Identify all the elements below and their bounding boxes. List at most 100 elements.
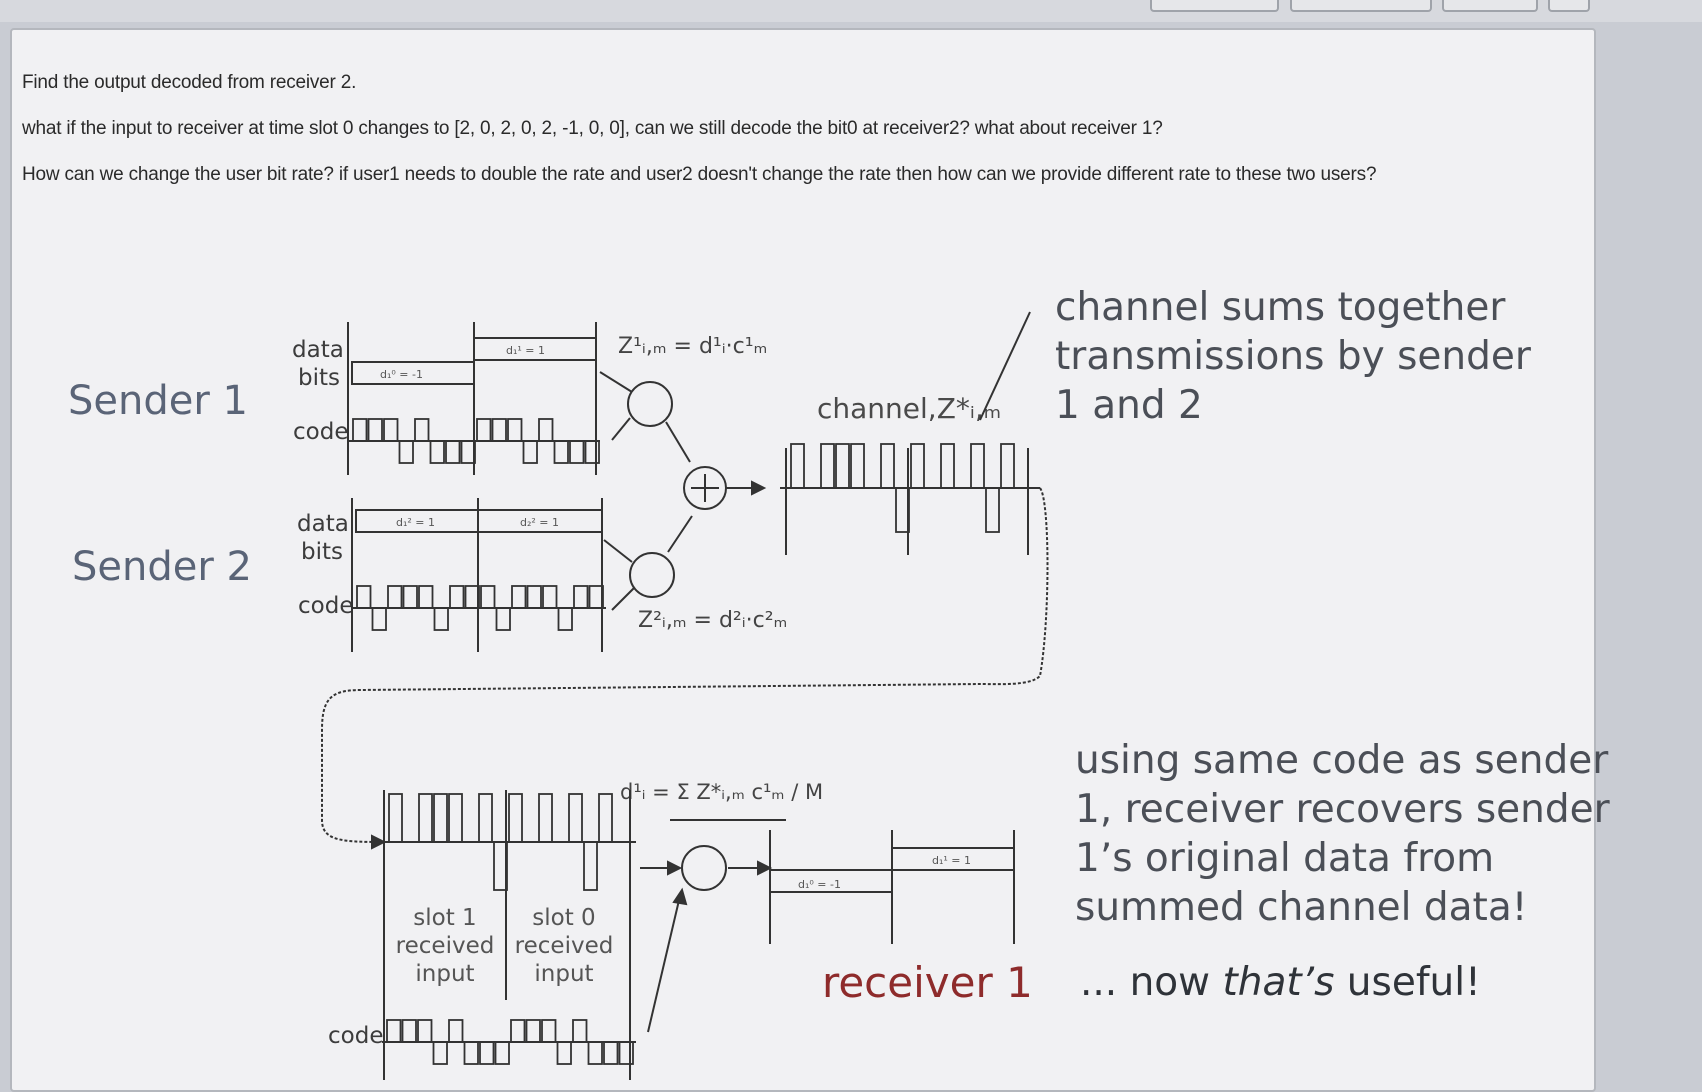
code-chip [414,418,430,442]
sender1-code-waveform [352,418,600,464]
slot1-caption-line: input [415,961,475,987]
code-chip [525,1019,541,1043]
sender2-bit1-box [477,509,603,533]
arrow [667,515,693,553]
code-chip [460,440,476,464]
code-chip [479,1041,495,1065]
output-bit0-value: d₁⁰ = -1 [798,878,841,891]
channel-chip [910,443,925,489]
code-chip [449,585,465,609]
slot1-caption-line: received [395,933,495,959]
received-chip [418,793,433,843]
code-chip [417,1019,433,1043]
code-chip [522,440,538,464]
received-chip [508,793,523,843]
sender2-code-label: code [298,593,354,619]
sender2-data-label: data [297,511,349,537]
sender1-multiplier [627,381,673,427]
code-chip [480,585,496,609]
code-chip [383,418,399,442]
channel-chip [820,443,835,489]
code-chip [387,585,403,609]
arrow [599,371,633,393]
sender1-bits-label: bits [298,365,340,391]
code-chip [367,418,383,442]
arrow [611,417,631,441]
channel-chip [790,443,805,489]
useful-emphasis: that’s [1222,960,1335,1005]
code-chip [476,418,492,442]
code-chip [491,418,507,442]
code-chip [557,607,573,631]
code-chip [584,440,600,464]
receiver-note-line: using same code as sender [1075,738,1609,783]
slot0-caption-line: input [534,961,594,987]
received-chip [583,841,598,891]
sender2-bits-label: bits [301,539,343,565]
channel-chip [895,487,910,533]
output-bit0-box [769,869,893,893]
arrow-from-code [647,895,681,1033]
received-chip [493,841,508,891]
code-chip [556,1041,572,1065]
sender1-z-formula: Z¹ᵢ,ₘ = d¹ᵢ·c¹ₘ [618,334,768,359]
sender1-code-label: code [293,419,349,445]
arrow-head [757,860,773,876]
arrow-head [751,480,767,496]
code-chip [618,1041,634,1065]
output-bit1-value: d₁¹ = 1 [932,854,971,867]
code-chip [494,1041,510,1065]
sender2-bit1-value: d₂² = 1 [520,516,559,529]
code-chip [541,1019,557,1043]
top-bar [0,0,1702,22]
channel-chip [970,443,985,489]
channel-chip [880,443,895,489]
code-chip [398,440,414,464]
sender1-bit0-box [351,361,475,385]
useful-prefix: ... now [1080,960,1223,1005]
receiver-code-waveform [386,1019,634,1065]
decode-formula: d¹ᵢ = Σ Z*ᵢ,ₘ c¹ₘ / M [620,780,824,804]
useful-note: ... now that’s useful! [1080,958,1481,1007]
received-chip [538,793,553,843]
slot0-caption: slot 0 received input [514,904,614,988]
receiver-note-line: 1, receiver recovers sender [1075,787,1610,832]
code-chip [432,1041,448,1065]
slot0-caption-line: slot 0 [532,905,596,931]
arrow-head [667,860,683,876]
code-chip [553,440,569,464]
receiver-input-waveform [388,793,613,891]
received-chip [478,793,493,843]
code-chip [569,440,585,464]
code-chip [429,440,445,464]
slot1-caption: slot 1 received input [392,904,498,988]
code-chip [448,1019,464,1043]
tab-placeholder[interactable] [1548,0,1590,12]
received-chip [388,793,403,843]
code-chip [445,440,461,464]
code-chip [542,585,558,609]
code-chip [418,585,434,609]
channel-chip [940,443,955,489]
question-panel [10,28,1596,1092]
arrow-head [371,834,387,850]
code-chip [356,585,372,609]
code-chip [588,585,604,609]
sender2-multiplier [629,552,675,598]
receiver-multiplier [681,845,727,891]
channel-chip [985,487,1000,533]
received-chip [568,793,583,843]
useful-suffix: useful! [1334,960,1481,1005]
channel-label: channel,Z*ᵢ,ₘ [817,392,1002,425]
arrow [611,587,635,611]
channel-note: channel sums together transmissions by s… [1055,283,1531,430]
tab-placeholder[interactable] [1150,0,1279,12]
tab-placeholder[interactable] [1290,0,1432,12]
sender2-label: Sender 2 [72,544,252,590]
receiver-note-line: 1’s original data from [1075,836,1495,881]
tab-placeholder[interactable] [1442,0,1538,12]
code-chip [401,1019,417,1043]
question-2: what if the input to receiver at time sl… [22,118,1163,139]
output-bit1-box [891,847,1015,871]
